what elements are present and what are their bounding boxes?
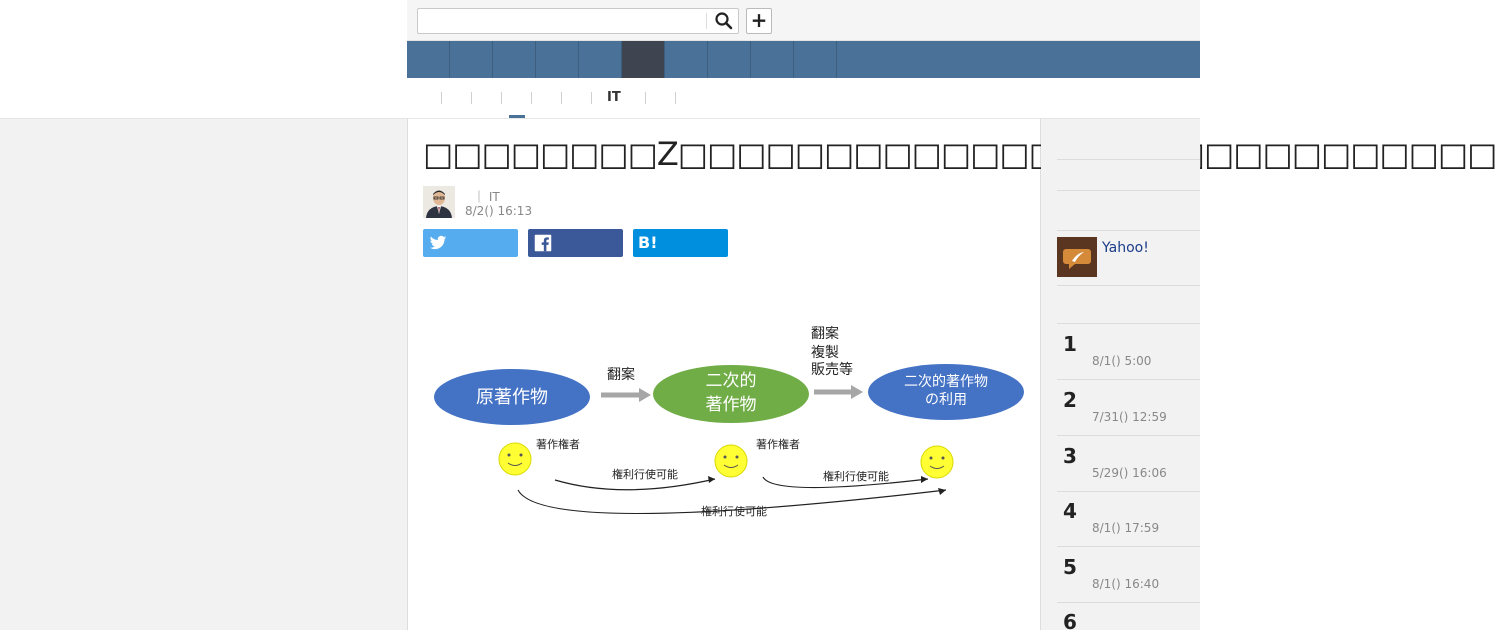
- search-input[interactable]: [417, 8, 739, 34]
- rank-number: 4: [1063, 499, 1077, 523]
- twitter-icon: [429, 235, 447, 250]
- search-field[interactable]: [422, 11, 702, 31]
- article-title: □□□□□□□□Z□□□□□□□□□□□□□□□□□□□□□□□□□□□□: [423, 135, 1496, 173]
- ranking-divider: [1057, 435, 1200, 436]
- left-background: [0, 118, 407, 630]
- right-sidebar: [1041, 118, 1200, 630]
- node-derivative-work: [653, 365, 809, 423]
- nav-tab-8[interactable]: [708, 41, 751, 78]
- main-nav: [407, 41, 1200, 78]
- subnav-divider: [471, 92, 472, 104]
- node-original-work: [434, 369, 590, 425]
- copyright-diagram: 原著作物 翻案 二次的 著作物 翻案 複製 販売等 二次的著作物 の利用 著作権…: [434, 325, 1024, 518]
- facebook-share-button[interactable]: [528, 229, 623, 257]
- node-derivative-line1: 二次的: [706, 371, 757, 391]
- ranking-divider: [1057, 491, 1200, 492]
- node-derivative-use: [868, 364, 1024, 420]
- speech-bubble-icon: [1057, 237, 1097, 277]
- node-use-line1: 二次的著作物: [904, 374, 988, 390]
- arrow1-label: 翻案: [607, 366, 635, 383]
- nav-tab-7[interactable]: [665, 41, 708, 78]
- smiley-icon: [714, 444, 748, 478]
- rank-date: 8/1() 16:40: [1092, 577, 1160, 591]
- ranking-divider: [1057, 602, 1200, 603]
- rank-date: 5/29() 16:06: [1092, 466, 1167, 480]
- nav-tab-9[interactable]: [751, 41, 794, 78]
- arrow2-label-line2: 複製: [811, 344, 839, 361]
- sidebar-divider: [1057, 190, 1200, 191]
- node-original-label: 原著作物: [476, 387, 548, 408]
- add-button[interactable]: +: [746, 8, 772, 34]
- facebook-icon: [534, 234, 552, 252]
- ranking-divider: [1057, 379, 1200, 380]
- rank-number: 5: [1063, 555, 1077, 579]
- subnav-divider: [561, 92, 562, 104]
- nav-tab-6[interactable]: [579, 41, 622, 78]
- subnav-divider: [531, 92, 532, 104]
- hatena-icon: B!: [638, 233, 658, 252]
- sidebar-divider: [1057, 230, 1200, 231]
- rank-number: 6: [1063, 610, 1077, 634]
- holder2-label: 著作権者: [756, 437, 800, 451]
- sidebar-divider: [1057, 159, 1200, 160]
- nav-tab-5[interactable]: [622, 41, 665, 78]
- rank-number: 2: [1063, 388, 1077, 412]
- yahoo-news-icon[interactable]: [1057, 237, 1097, 277]
- rights-arrow-2-head: [921, 476, 928, 483]
- rank-date: 8/1() 17:59: [1092, 521, 1160, 535]
- rank-number: 3: [1063, 444, 1077, 468]
- rights-label-2: 権利行使可能: [823, 469, 889, 483]
- rank-date: 8/1() 5:00: [1092, 354, 1152, 368]
- rights-arrow-3: [517, 489, 947, 515]
- author-avatar[interactable]: [423, 186, 455, 218]
- search-icon: [715, 12, 733, 30]
- subnav-active-indicator: [509, 115, 525, 118]
- rights-arrow-2: [762, 476, 929, 489]
- sidebar-divider: [1057, 323, 1200, 324]
- subnav-divider: [645, 92, 646, 104]
- holder1-label: 著作権者: [536, 437, 580, 451]
- sidebar-divider: [1057, 285, 1200, 286]
- rights-arrow-3-head: [938, 488, 946, 495]
- article-category: ｜ IT: [473, 190, 500, 204]
- node-derivative-line2: 著作物: [706, 395, 757, 415]
- arrow2-label-line1: 翻案: [811, 325, 839, 342]
- subnav-divider: [501, 92, 502, 104]
- nav-tab-3[interactable]: [493, 41, 536, 78]
- smiley-icon: [920, 445, 954, 479]
- rights-label-1: 権利行使可能: [612, 467, 678, 481]
- rights-arrow-1: [554, 478, 716, 491]
- author-photo: [423, 186, 455, 218]
- yahoo-link[interactable]: Yahoo!: [1102, 240, 1149, 256]
- search-button[interactable]: [714, 11, 734, 31]
- subnav-divider: [591, 92, 592, 104]
- hatena-bookmark-button[interactable]: B!: [633, 229, 728, 257]
- rights-arrow-1-head: [708, 476, 715, 483]
- arrow-adaptation-head: [639, 388, 651, 402]
- subnav-divider: [675, 92, 676, 104]
- twitter-share-button[interactable]: [423, 229, 518, 257]
- subnav-item-it[interactable]: IT: [607, 90, 621, 105]
- ranking-divider: [1057, 546, 1200, 547]
- nav-tab-2[interactable]: [450, 41, 493, 78]
- smiley-icon: [498, 442, 532, 476]
- sub-nav: [407, 78, 1200, 118]
- nav-tab-4[interactable]: [536, 41, 579, 78]
- search-divider: [706, 13, 707, 29]
- article-date: 8/2() 16:13: [465, 204, 533, 218]
- node-use-line2: の利用: [925, 392, 967, 408]
- subnav-divider: [441, 92, 442, 104]
- arrow2-label-line3: 販売等: [811, 361, 853, 378]
- rank-date: 7/31() 12:59: [1092, 410, 1167, 424]
- rights-label-3: 権利行使可能: [701, 504, 767, 518]
- nav-tab-10[interactable]: [794, 41, 837, 78]
- nav-tab-1[interactable]: [407, 41, 450, 78]
- arrow-use-head: [851, 385, 863, 399]
- rank-number: 1: [1063, 332, 1077, 356]
